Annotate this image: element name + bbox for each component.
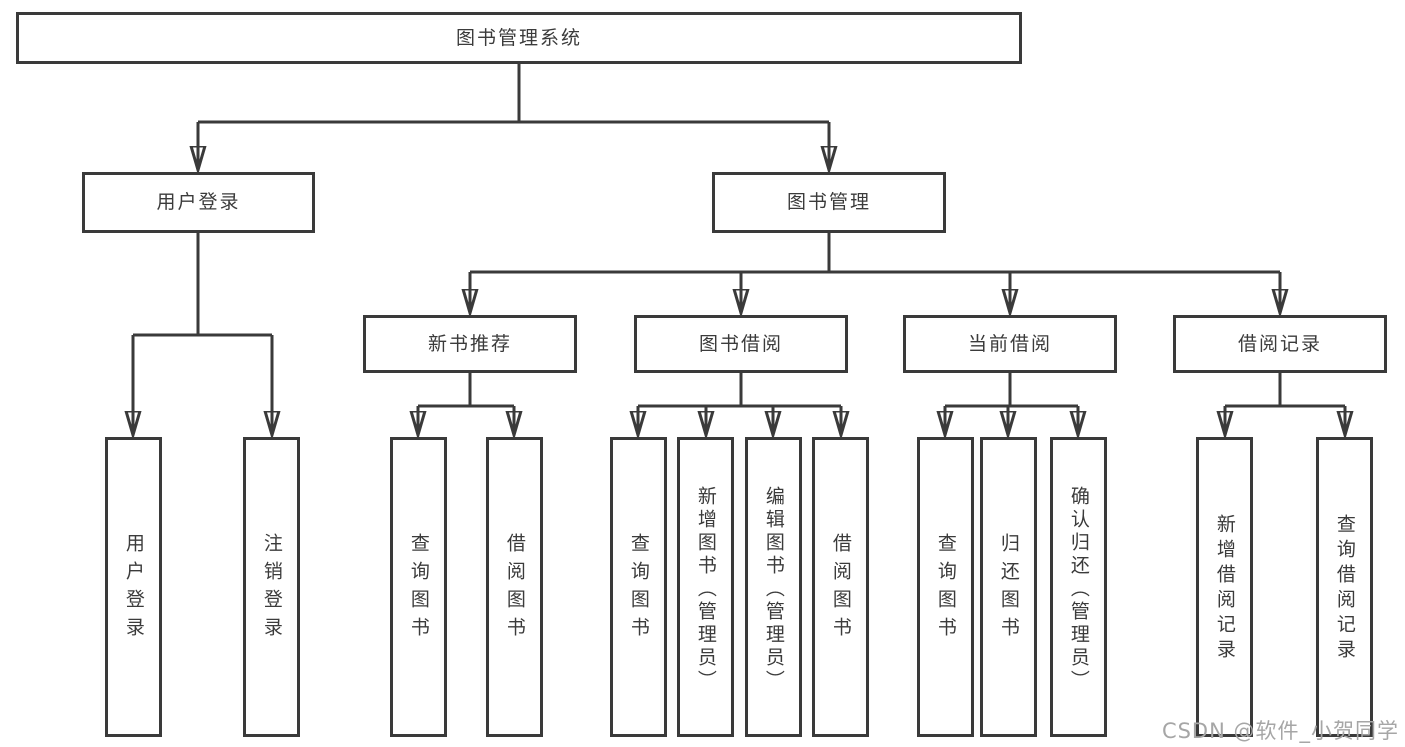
leaf-user-login: 用户登录	[105, 437, 162, 737]
connector-borrow-records-trunk	[1225, 373, 1345, 408]
connector-new-book-rec-trunk	[418, 373, 514, 408]
leaf-bor-edit-book: 编辑图书（管理员）	[745, 437, 802, 737]
leaf-rcd-add-record: 新增借阅记录	[1196, 437, 1253, 737]
leaf-cur-confirm-return: 确认归还（管理员）	[1050, 437, 1107, 737]
connector-user-login-trunk	[133, 233, 272, 337]
leaf-rcd-query-record: 查询借阅记录	[1316, 437, 1373, 737]
leaf-rec-query-book: 查询图书	[390, 437, 447, 737]
node-user-login: 用户登录	[82, 172, 315, 233]
node-current-borrow: 当前借阅	[903, 315, 1117, 373]
leaf-cur-return-book: 归还图书	[980, 437, 1037, 737]
leaf-bor-add-book: 新增图书（管理员）	[677, 437, 734, 737]
leaf-bor-query-book: 查询图书	[610, 437, 667, 737]
connector-current-borrow-trunk	[945, 373, 1078, 408]
leaf-logout: 注销登录	[243, 437, 300, 737]
connector-book-mgmt-trunk	[470, 233, 1280, 274]
leaf-cur-query-book: 查询图书	[917, 437, 974, 737]
connector-root-trunk	[198, 64, 829, 124]
csdn-watermark: CSDN @软件_小贺同学	[1161, 719, 1399, 743]
leaf-rec-borrow-book: 借阅图书	[486, 437, 543, 737]
connector-book-borrow-trunk	[638, 373, 841, 408]
node-book-mgmt: 图书管理	[712, 172, 946, 233]
leaf-bor-borrow-book: 借阅图书	[812, 437, 869, 737]
node-borrow-records: 借阅记录	[1173, 315, 1387, 373]
node-root: 图书管理系统	[16, 12, 1022, 64]
node-new-book-rec: 新书推荐	[363, 315, 577, 373]
node-book-borrow: 图书借阅	[634, 315, 848, 373]
